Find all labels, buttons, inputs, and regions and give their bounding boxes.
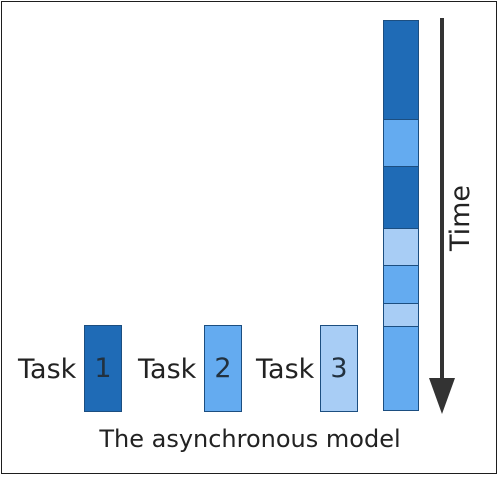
timeline-segment-task-1 [383,166,419,229]
timeline-segment-task-2 [383,265,419,304]
task-3-number: 3 [330,353,348,384]
task-1-label: Task [18,354,77,385]
timeline-segment-task-2 [383,119,419,167]
diagram-caption: The asynchronous model [99,425,401,453]
timeline-segment-task-1 [383,20,419,120]
task-2-number: 2 [214,353,232,384]
time-label: Time [445,184,476,252]
task-1-number: 1 [94,353,112,384]
time-arrow-icon [429,18,455,414]
task-2-box: 2 [204,325,242,412]
task-1-box: 1 [84,325,122,412]
task-2-label: Task [138,354,197,385]
task-3-label: Task [256,354,315,385]
timeline-segment-task-3 [383,228,419,266]
timeline-segment-task-3 [383,303,419,327]
task-3-box: 3 [320,325,358,412]
asynchronous-timeline [383,20,419,411]
timeline-segment-task-2 [383,326,419,411]
